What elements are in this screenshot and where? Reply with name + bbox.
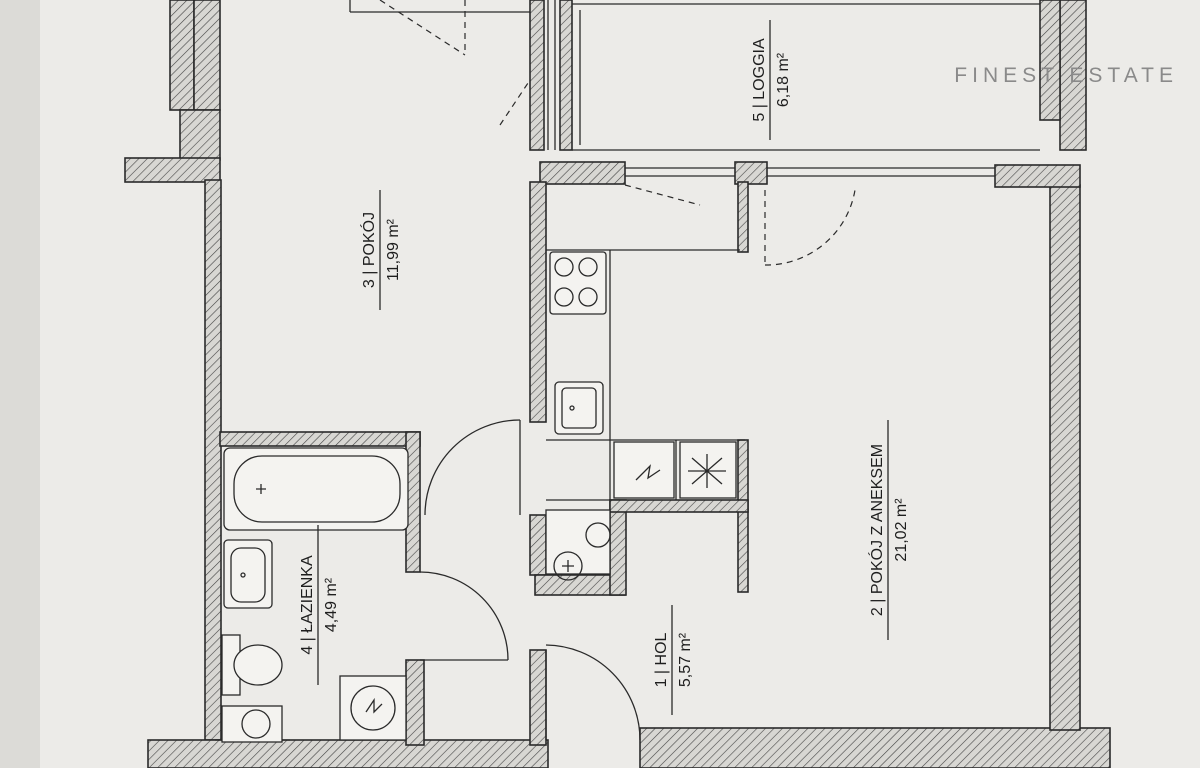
washbasin-icon [223, 539, 273, 609]
room-label-5: 5 | LOGGIA 6,18 m² [751, 20, 792, 140]
door-swings [379, 0, 856, 741]
room-4-name: 4 | ŁAZIENKA [299, 555, 316, 655]
room-3-area: 11,99 m² [385, 218, 402, 281]
room-label-3: 3 | POKÓJ 11,99 m² [359, 190, 402, 310]
bathtub-icon [223, 447, 409, 531]
room-4-area: 4,49 m² [323, 577, 340, 632]
room-2-area: 21,02 m² [893, 498, 910, 562]
room-2-name: 2 | POKÓJ Z ANEKSEM [867, 444, 886, 616]
room-5-name: 5 | LOGGIA [751, 38, 768, 122]
paper-shadow [0, 0, 40, 768]
room-label-2: 2 | POKÓJ Z ANEKSEM 21,02 m² [867, 420, 910, 640]
room-1-name: 1 | HOL [653, 632, 670, 687]
kitchen-sink-icon [554, 381, 604, 435]
room-1-area: 5,57 m² [677, 632, 694, 687]
fixtures [221, 249, 745, 743]
room-label-4: 4 | ŁAZIENKA 4,49 m² [299, 525, 340, 685]
washer-small-icon [545, 509, 611, 581]
room-3-name: 3 | POKÓJ [359, 212, 378, 288]
cooktop-icon [549, 251, 607, 315]
appliance-icon [613, 441, 737, 499]
washing-machine-icon [339, 675, 407, 741]
corner-basin-icon [221, 705, 283, 743]
walls [124, 0, 1111, 768]
watermark-logo: FINEST ESTATE [954, 64, 1178, 87]
room-label-1: 1 | HOL 5,57 m² [653, 605, 694, 715]
toilet-icon [221, 634, 283, 696]
room-5-area: 6,18 m² [775, 52, 792, 107]
